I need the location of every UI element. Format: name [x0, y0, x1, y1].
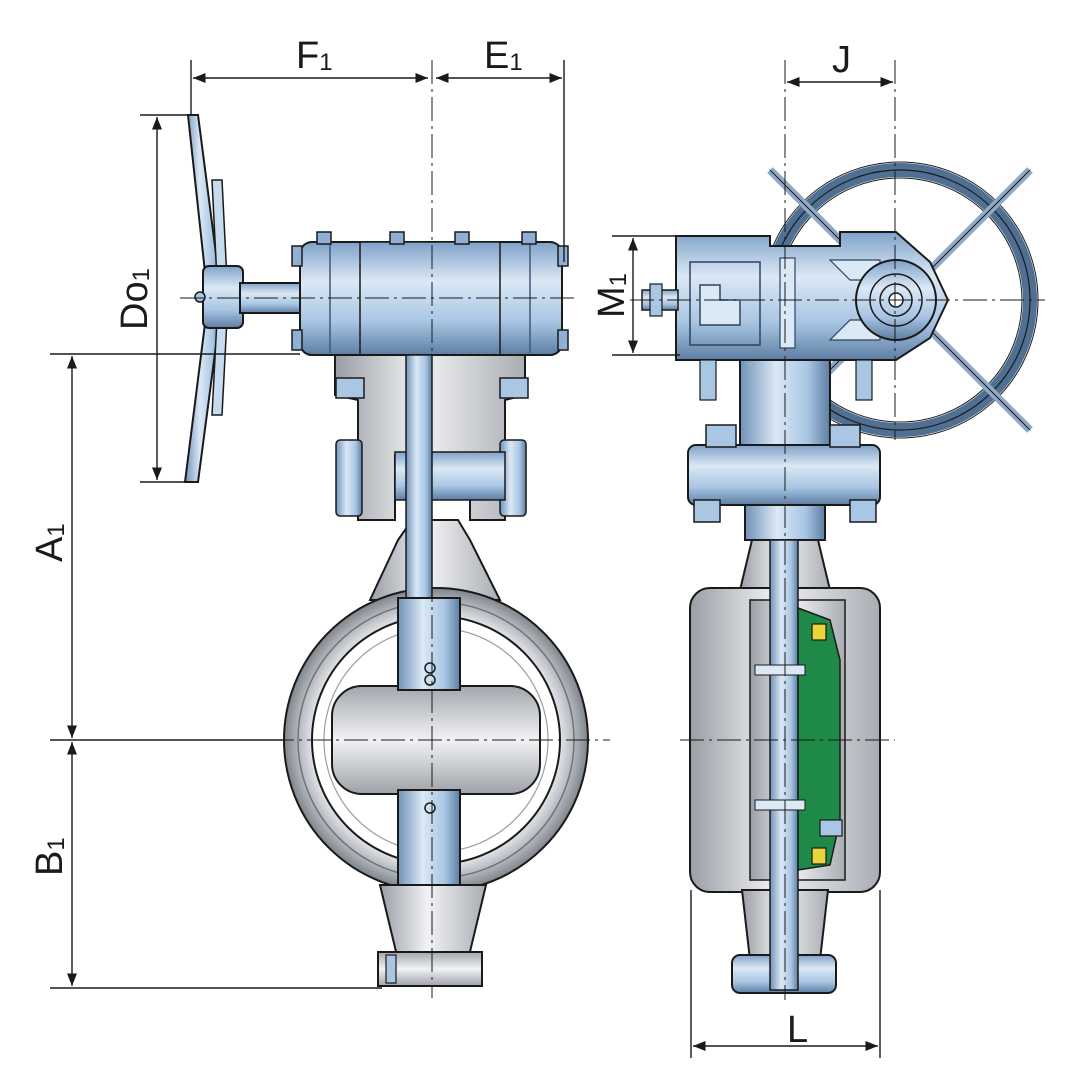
dimensions-side: [612, 76, 893, 1058]
label-j: J: [832, 39, 851, 81]
label-e1: E1: [484, 35, 523, 77]
label-l: L: [787, 1009, 808, 1051]
label-f1: F1: [296, 35, 333, 77]
seal-ring-bottom: [811, 847, 827, 865]
label-a1: A1: [29, 523, 71, 562]
side-view: [630, 60, 1045, 1000]
label-do1: Do1: [114, 268, 156, 330]
front-view: [180, 60, 610, 998]
dimensions-front: [50, 60, 565, 989]
valve-neck: [368, 519, 502, 601]
disc-section: [754, 539, 843, 991]
gearbox-front: [291, 231, 569, 356]
dimension-labels: F1 E1 J L Do1 M1 A1 B1: [29, 35, 851, 1051]
label-m1: M1: [591, 273, 633, 318]
seal-ring-top: [811, 623, 827, 641]
label-b1: B1: [29, 837, 71, 876]
bottom-foot: [377, 884, 488, 987]
